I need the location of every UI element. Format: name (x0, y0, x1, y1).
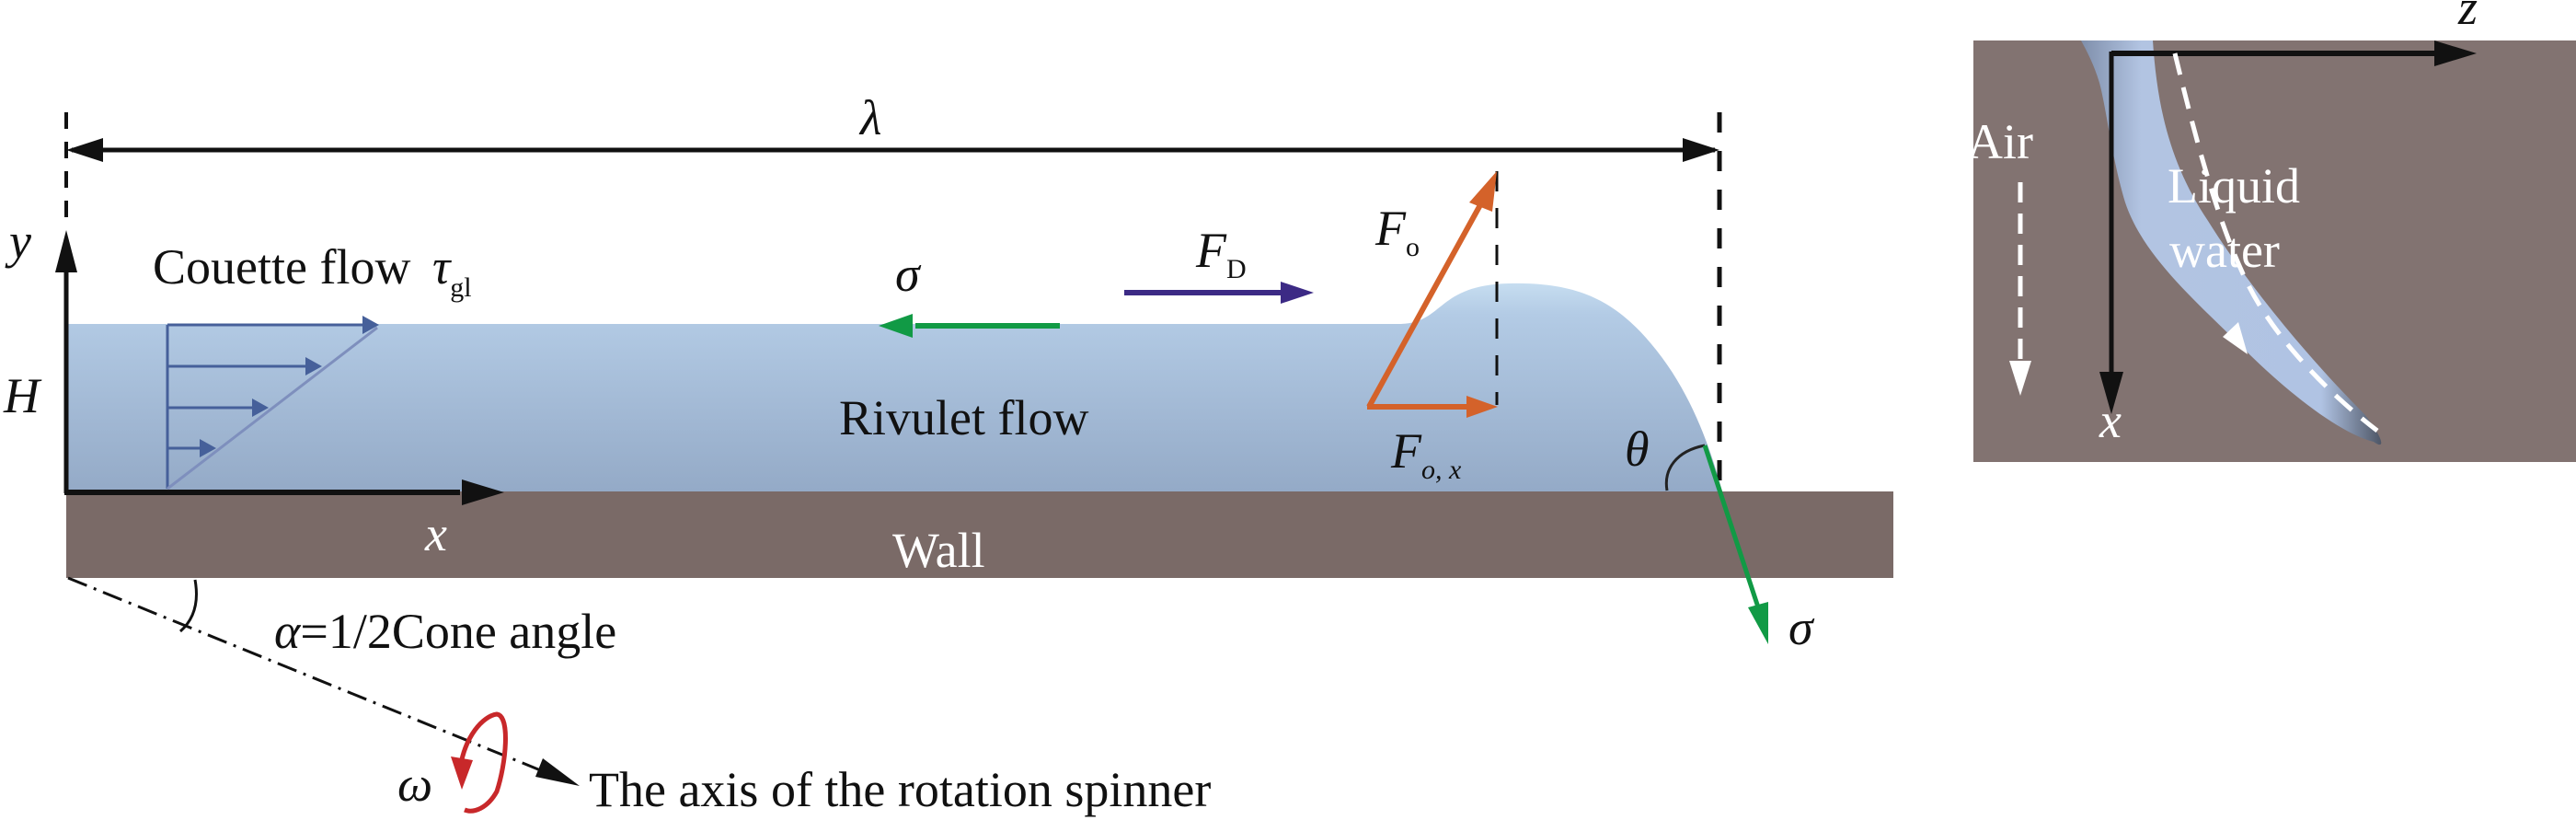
force-o-arrowhead (1469, 171, 1497, 212)
drag-force-label: FD (1195, 223, 1247, 284)
z-axis-label: z (2457, 0, 2478, 35)
y-axis-label: y (5, 214, 31, 269)
wall (66, 491, 1893, 578)
contact-surface-tension-label: σ (1788, 600, 1815, 655)
wall-label: Wall (892, 523, 985, 578)
force-o-arrow (1366, 191, 1489, 409)
couette-flow-label: Couette flow τgl (153, 239, 472, 303)
air-label: Air (1967, 114, 2033, 169)
surface-tension-label: σ (895, 247, 922, 302)
z-axis-arrowhead (2434, 40, 2477, 66)
wavelength-arrowhead-left (66, 138, 103, 162)
contact-surface-tension-arrow (1702, 445, 1765, 619)
height-label: H (3, 368, 42, 423)
rivulet-flow-label: Rivulet flow (839, 390, 1088, 445)
x-axis-arrowhead (462, 479, 504, 505)
cone-angle-label: α=1/2Cone angle (274, 604, 616, 659)
force-ox-arrowhead (1466, 396, 1498, 418)
air-flow-arrowhead (2009, 361, 2031, 396)
cone-angle-arc (178, 579, 198, 633)
omega-rotation-arc (457, 711, 508, 814)
right-panel: z x Air Liquid water (1967, 0, 2576, 462)
contact-angle-label: θ (1625, 422, 1650, 477)
liquid-label-line2: water (2169, 223, 2280, 278)
omega-arrowhead (451, 756, 473, 790)
couette-velocity-profile (166, 316, 379, 491)
force-o-label: Fo (1374, 201, 1420, 262)
liquid-flow-arrow (2172, 52, 2379, 433)
liquid-label-line1: Liquid (2168, 158, 2300, 214)
right-wall-surface (1973, 40, 2576, 462)
wavelength-arrowhead-right (1683, 138, 1719, 162)
surface-tension-arrowhead (879, 314, 913, 338)
force-ox-label: Fo, x (1390, 423, 1462, 485)
rotation-axis-line (67, 576, 544, 773)
contact-surface-tension-arrowhead (1748, 602, 1768, 644)
wavelength-label: λ (858, 90, 881, 145)
omega-label: ω (397, 756, 432, 812)
drag-force-arrowhead (1281, 282, 1314, 304)
rotation-axis-arrowhead (535, 758, 580, 786)
right-x-axis-label: x (2099, 393, 2122, 448)
liquid-flow-arrowhead (2223, 322, 2248, 354)
right-x-axis-arrowhead (2099, 372, 2123, 414)
left-panel: λ y H x Couette flow τgl σ (3, 90, 1893, 817)
x-axis-label: x (424, 506, 447, 561)
rivulet-stream (2081, 40, 2382, 445)
rotation-axis-label: The axis of the rotation spinner (589, 762, 1211, 817)
y-axis-arrowhead (55, 230, 77, 272)
contact-angle-arc (1664, 444, 1706, 491)
rivulet-water-body (66, 283, 1722, 491)
